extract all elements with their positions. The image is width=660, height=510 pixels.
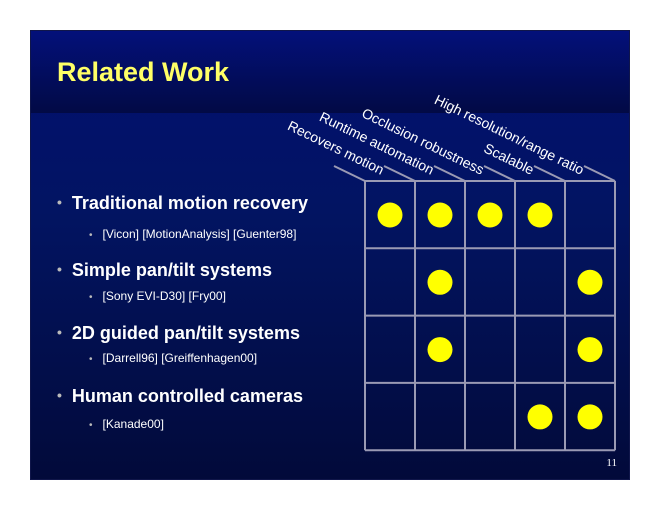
mark-circle — [427, 269, 453, 295]
title-band — [31, 31, 629, 113]
refs: [Kanade00] — [102, 417, 164, 431]
refs: [Darrell96] [Greiffenhagen00] — [102, 351, 258, 365]
column-leader-line — [333, 165, 366, 182]
refs: [Vicon] [MotionAnalysis] [Guenter98] — [102, 227, 297, 241]
mark-circle — [427, 337, 453, 363]
sub-bullet-row-1: •[Sony EVI-D30] [Fry00] — [89, 289, 226, 303]
column-leader-line — [433, 165, 466, 182]
mark-circle — [577, 337, 603, 363]
mark-circle — [427, 202, 453, 228]
mark-circle — [527, 404, 553, 430]
mark-circle — [377, 202, 403, 228]
bullet-label: 2D guided pan/tilt systems — [71, 323, 300, 343]
bullet-label: Simple pan/tilt systems — [71, 260, 272, 280]
sub-bullet-row-3: •[Kanade00] — [89, 417, 164, 431]
mark-circle — [527, 202, 553, 228]
slide-title: Related Work — [57, 57, 230, 87]
mark-circle — [477, 202, 503, 228]
bullet-row-2: •2D guided pan/tilt systems — [57, 323, 300, 343]
bullet-row-1: •Simple pan/tilt systems — [57, 260, 272, 280]
sub-bullet-row-0: •[Vicon] [MotionAnalysis] [Guenter98] — [89, 227, 297, 241]
column-leader-line — [533, 165, 566, 182]
bullet-row-3: •Human controlled cameras — [57, 386, 303, 406]
bullet-label: Traditional motion recovery — [71, 193, 308, 213]
bullet-label: Human controlled cameras — [71, 386, 303, 406]
bullet-row-0: •Traditional motion recovery — [57, 193, 308, 213]
mark-circle — [577, 269, 603, 295]
slide: Related Work •Traditional motion recover… — [30, 30, 630, 480]
column-leader-line — [483, 165, 516, 182]
mark-circle — [577, 404, 603, 430]
column-leader-line — [383, 165, 416, 182]
refs: [Sony EVI-D30] [Fry00] — [102, 289, 226, 303]
sub-bullet-row-2: •[Darrell96] [Greiffenhagen00] — [89, 351, 258, 365]
page-number: 11 — [606, 457, 617, 469]
column-leader-line — [583, 165, 616, 182]
